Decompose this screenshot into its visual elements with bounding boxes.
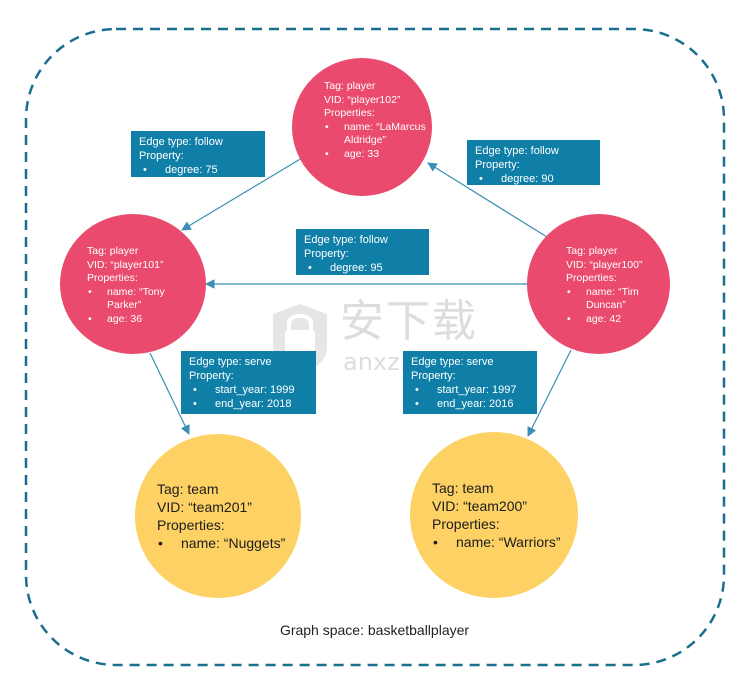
edge-property-end-year: end_year: 2018 xyxy=(189,397,308,411)
node-property-name: name: “Warriors” xyxy=(432,533,574,551)
edge-type: Edge type: serve xyxy=(189,356,272,368)
node-properties-label: Properties: xyxy=(157,517,225,533)
edge-type: Edge type: serve xyxy=(411,356,494,368)
node-property-name: name: “Nuggets” xyxy=(157,534,297,552)
edge-type: Edge type: follow xyxy=(139,136,223,148)
edge-property-start-year: start_year: 1997 xyxy=(411,383,529,397)
node-property-age: age: 33 xyxy=(324,148,424,162)
edge-line-serve-100-200 xyxy=(527,349,572,437)
node-properties-label: Properties: xyxy=(87,272,138,284)
node-vid: VID: “player102” xyxy=(324,93,401,106)
edge-property-label: Property: xyxy=(189,370,234,382)
edge-label-serve-100-200: Edge type: serve Property: start_year: 1… xyxy=(403,351,537,414)
node-property-age: age: 42 xyxy=(566,313,666,327)
edge-property-label: Property: xyxy=(475,159,520,171)
node-tag: Tag: team xyxy=(157,481,219,497)
node-player102: Tag: player VID: “player102” Properties:… xyxy=(292,58,432,196)
node-property-name: name: “LaMarcus Aldridge” xyxy=(324,121,426,148)
edge-label-follow-100-101: Edge type: follow Property: degree: 95 xyxy=(296,229,429,275)
edge-property-label: Property: xyxy=(139,150,184,162)
node-tag: Tag: player xyxy=(87,245,139,257)
node-vid: VID: “player101” xyxy=(87,258,164,271)
edge-label-serve-101-201: Edge type: serve Property: start_year: 1… xyxy=(181,351,316,414)
edge-property-degree: degree: 90 xyxy=(475,172,592,186)
node-team201: Tag: team VID: “team201” Properties: nam… xyxy=(135,434,301,598)
edge-property-label: Property: xyxy=(411,370,456,382)
graph-space-border xyxy=(24,27,726,667)
edge-label-follow-100-102: Edge type: follow Property: degree: 90 xyxy=(467,140,600,186)
node-property-name: name: “Tim Duncan” xyxy=(566,286,666,313)
graph-space-label: Graph space: basketballplayer xyxy=(279,622,470,638)
edge-property-start-year: start_year: 1999 xyxy=(189,383,308,397)
node-property-age: age: 36 xyxy=(87,313,197,327)
node-properties-label: Properties: xyxy=(432,516,500,532)
edge-line-follow-100-102 xyxy=(427,162,548,238)
edge-property-label: Property: xyxy=(304,248,349,260)
edge-property-degree: degree: 75 xyxy=(139,163,257,177)
node-vid: VID: “team200” xyxy=(432,498,527,514)
edge-type: Edge type: follow xyxy=(304,234,388,246)
edge-property-degree: degree: 95 xyxy=(304,261,421,275)
node-player101: Tag: player VID: “player101” Properties:… xyxy=(60,214,206,354)
node-vid: VID: “player100” xyxy=(566,258,643,271)
edge-line-serve-101-201 xyxy=(149,352,190,435)
watermark-text-cn: 安下载 xyxy=(340,296,478,347)
edge-type: Edge type: follow xyxy=(475,145,559,157)
edge-property-end-year: end_year: 2016 xyxy=(411,397,529,411)
node-property-name: name: “Tony Parker” xyxy=(87,286,197,313)
node-tag: Tag: player xyxy=(324,80,376,92)
node-tag: Tag: team xyxy=(432,480,494,496)
node-vid: VID: “team201” xyxy=(157,499,252,515)
node-player100: Tag: player VID: “player100” Properties:… xyxy=(527,214,670,354)
edge-label-follow-102-101: Edge type: follow Property: degree: 75 xyxy=(131,131,265,177)
edge-line-follow-102-101 xyxy=(181,157,303,231)
node-properties-label: Properties: xyxy=(324,107,375,119)
node-tag: Tag: player xyxy=(566,245,618,257)
node-team200: Tag: team VID: “team200” Properties: nam… xyxy=(410,432,578,598)
node-properties-label: Properties: xyxy=(566,272,617,284)
